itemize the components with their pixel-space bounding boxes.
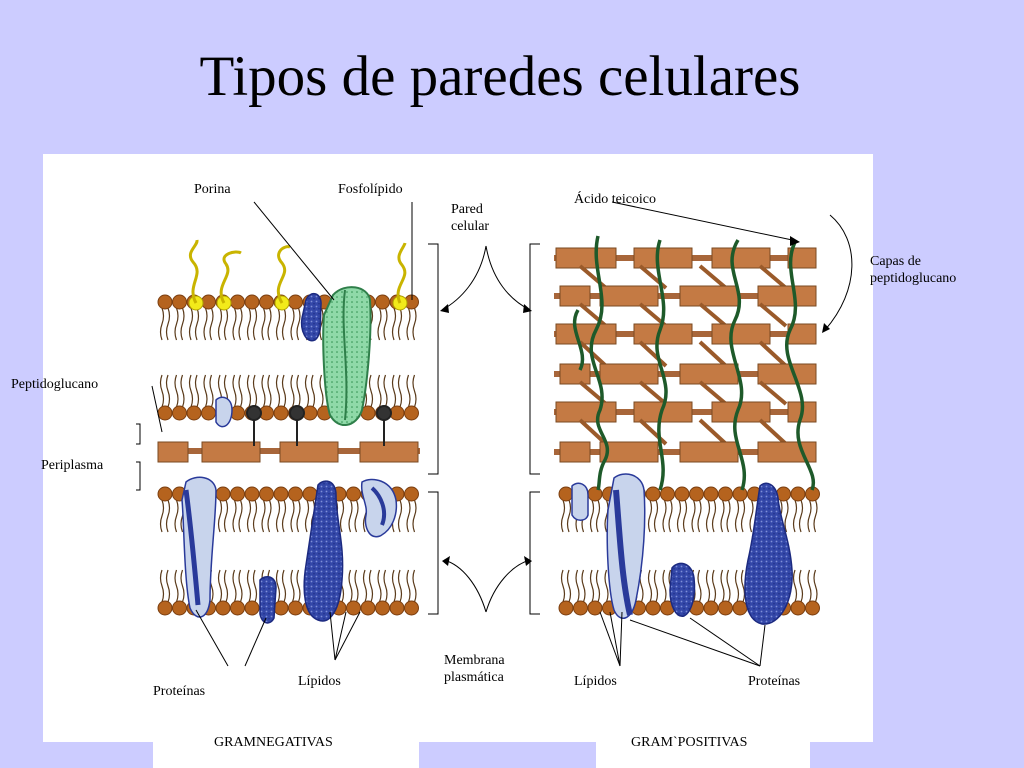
label-porina: Porina [194, 182, 231, 197]
arrows [151, 201, 853, 667]
arrowheads [440, 236, 830, 566]
label-membrana-plasmatica: Membrana plasmática [444, 653, 505, 685]
caption-grampositivas: GRAM`POSITIVAS [631, 735, 748, 750]
label-acido-teicoico: Ácido teicoico [574, 192, 657, 207]
outer-membrane-protein [300, 293, 322, 342]
label-pared-celular: Pared celular [451, 202, 490, 234]
gramnegative-caption-box [153, 742, 419, 768]
label-fosfolipido: Fosfolípido [338, 182, 403, 197]
label-proteinas-grampositivas: Proteínas [748, 674, 801, 689]
label-periplasma: Periplasma [41, 458, 104, 473]
label-proteinas-gramnegativas: Proteínas [153, 684, 206, 699]
label-lipidos-grampositivas: Lípidos [574, 674, 617, 689]
caption-gramnegativas: GRAMNEGATIVAS [214, 735, 333, 750]
label-peptidoglucano: Peptidoglucano [11, 377, 99, 392]
porin-protein [322, 286, 372, 426]
teichoic-acid-chains [572, 235, 816, 491]
annotation-brackets [136, 243, 540, 615]
grampositive-caption-box [596, 742, 810, 768]
thin-peptidoglycan-layer [157, 441, 420, 463]
label-capas-peptidoglucano: Capas de peptidoglucano [870, 254, 957, 286]
lipopolysaccharide-chains [188, 239, 407, 304]
lipoprotein-anchors [246, 405, 392, 446]
inner-leaflet-protein [215, 396, 233, 428]
plasma-membrane-proteins-grampositive [571, 473, 793, 625]
thick-peptidoglycan-layers [554, 247, 817, 463]
label-lipidos-gramnegativas: Lípidos [298, 674, 341, 689]
plasma-membrane-proteins-gramnegative [181, 476, 398, 624]
slide-title: Tipos de paredes celulares [199, 45, 801, 108]
outer-membrane [157, 294, 419, 421]
